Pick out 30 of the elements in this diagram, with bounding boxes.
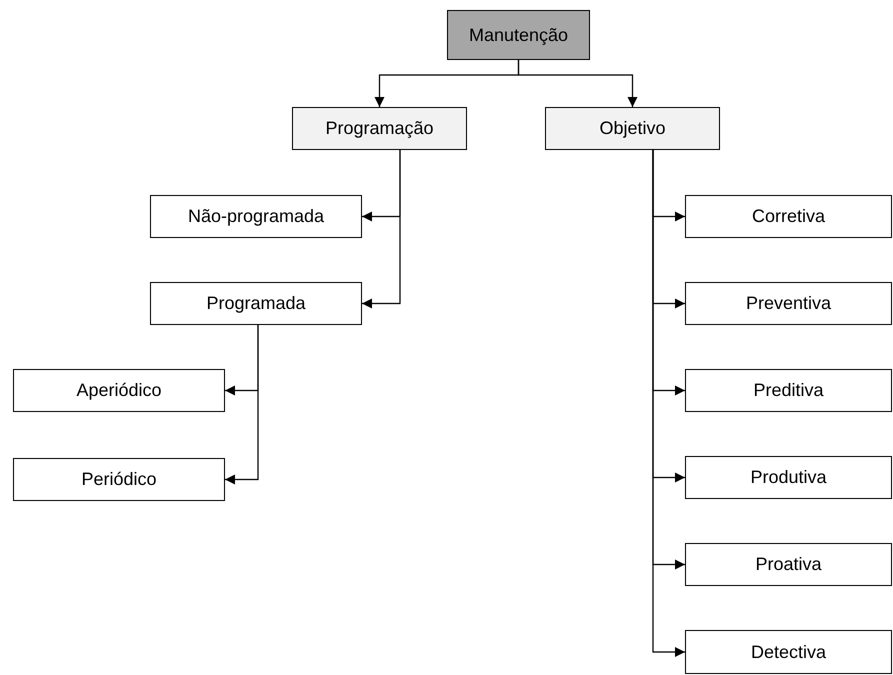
node-label: Detectiva [750, 642, 826, 662]
item-box [685, 630, 892, 674]
node-label: Produtiva [750, 467, 827, 488]
node-label: Corretiva [752, 206, 826, 227]
node-label: Manutenção [468, 24, 568, 46]
node-label: Programação [325, 118, 434, 139]
item-box [685, 369, 892, 412]
category-box [545, 107, 720, 150]
node-label: Proativa [755, 554, 822, 575]
connector-arrow [362, 150, 401, 308]
connector-arrow [652, 150, 685, 657]
node-label: Preditiva [753, 380, 824, 401]
node-label: Não-programada [188, 206, 324, 227]
item-box [13, 369, 225, 412]
node-label: Periódico [81, 469, 157, 490]
item-box [685, 543, 892, 586]
item-box [685, 282, 892, 325]
item-box [150, 195, 362, 238]
item-box [685, 195, 892, 238]
item-box [13, 458, 225, 501]
connector-arrow [518, 60, 638, 107]
node-label: Programada [206, 293, 306, 314]
category-box [292, 107, 467, 150]
root-box [447, 10, 590, 60]
node-label: Aperiódico [76, 380, 162, 401]
item-box [150, 282, 362, 325]
item-box [685, 456, 892, 499]
connector-arrow [225, 325, 259, 484]
node-label: Preventiva [746, 293, 832, 314]
node-label: Objetivo [599, 118, 666, 139]
